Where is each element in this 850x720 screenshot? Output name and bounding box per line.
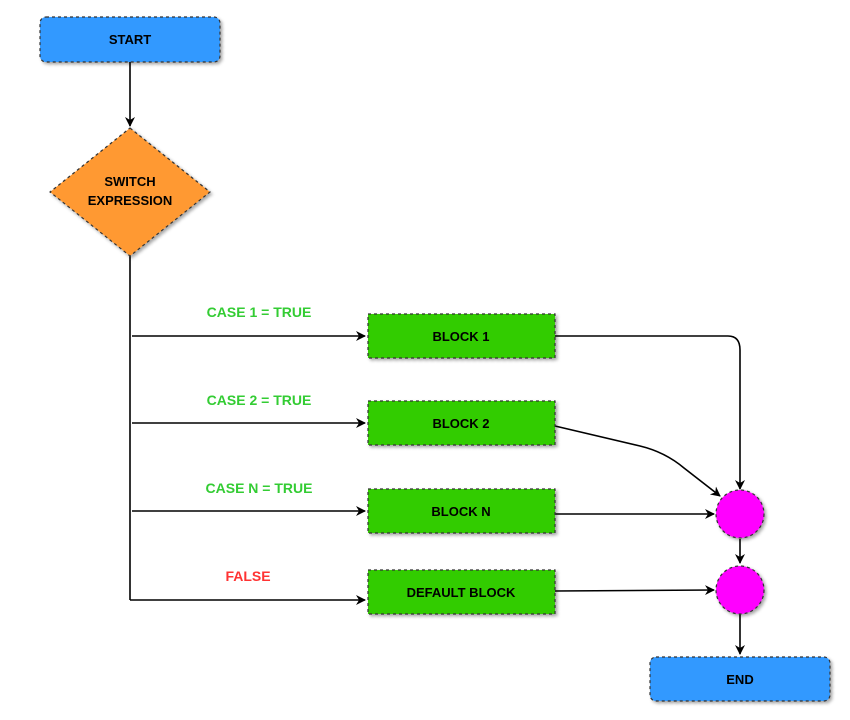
switch-label-line1: SWITCH (104, 174, 155, 189)
switch-label-line2: EXPRESSION (88, 193, 173, 208)
start-label: START (109, 32, 151, 47)
merge-point-1 (715, 489, 765, 539)
end-node: END (649, 656, 831, 702)
default-block-label: DEFAULT BLOCK (407, 585, 516, 600)
blockN-node: BLOCK N (367, 488, 556, 534)
block1-label: BLOCK 1 (432, 329, 489, 344)
switch-decision-node: SWITCH EXPRESSION (49, 127, 211, 257)
merge-point-2 (715, 565, 765, 615)
edge-labels: CASE 1 = TRUE CASE 2 = TRUE CASE N = TRU… (206, 304, 313, 584)
edges (125, 62, 745, 655)
end-label: END (726, 672, 753, 687)
edge-block2-to-merge (554, 425, 721, 497)
default-block-node: DEFAULT BLOCK (367, 569, 556, 615)
start-node: START (39, 16, 221, 63)
block1-node: BLOCK 1 (367, 313, 556, 359)
caseN-label: CASE N = TRUE (206, 480, 313, 496)
blockN-label: BLOCK N (431, 504, 490, 519)
edge-block1-to-merge (555, 335, 745, 490)
block2-label: BLOCK 2 (432, 416, 489, 431)
case1-label: CASE 1 = TRUE (207, 304, 312, 320)
edge-default-to-merge (554, 585, 715, 596)
block2-node: BLOCK 2 (367, 400, 556, 446)
case2-label: CASE 2 = TRUE (207, 392, 312, 408)
false-label: FALSE (225, 568, 270, 584)
